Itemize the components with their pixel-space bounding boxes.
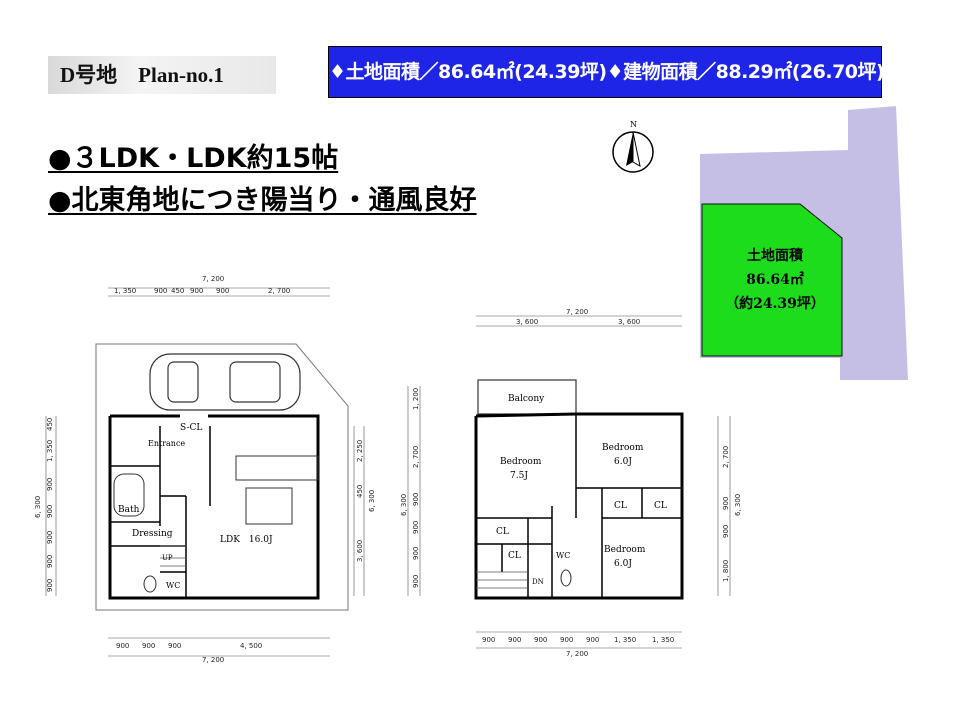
room-bath: Bath bbox=[118, 505, 140, 515]
f2-left-dim: 900 bbox=[412, 493, 420, 506]
f2-total-width: 7, 200 bbox=[566, 308, 588, 316]
room-balcony: Balcony bbox=[508, 394, 545, 404]
f1-bottom-dim: 900 bbox=[116, 642, 129, 650]
f1-top-dim: 2, 700 bbox=[268, 287, 290, 295]
f2-left-dim: 900 bbox=[412, 575, 420, 588]
f2-bottom-dim: 900 bbox=[508, 636, 521, 644]
site-label-title: 土地面積 bbox=[747, 248, 803, 264]
room-dressing: Dressing bbox=[132, 529, 173, 539]
lot-area bbox=[701, 203, 843, 357]
room-bedroom1-size: 7.5J bbox=[510, 471, 528, 481]
site-map bbox=[700, 106, 908, 380]
plan-label: D号地 Plan-no.1 bbox=[48, 56, 276, 94]
room-bedroom3: Bedroom bbox=[604, 545, 646, 555]
f2-left-dims: 1, 200 2, 700 900 900 900 900 6, 300 bbox=[400, 388, 420, 588]
f2-left-total: 6, 300 bbox=[400, 494, 408, 516]
f1-right-total: 6, 300 bbox=[368, 490, 376, 512]
f1-top-dim: 900 bbox=[216, 287, 229, 295]
f2-left-dim: 1, 200 bbox=[412, 388, 420, 410]
f2-right-dim: 2, 700 bbox=[722, 446, 730, 468]
f1-left-dims: 6, 300 450 1, 350 900 900 900 900 900 bbox=[34, 418, 54, 592]
f2-bottom-dim: 900 bbox=[482, 636, 495, 644]
f2-bottom-dims: 900 900 900 900 900 1, 350 1, 350 7, 200 bbox=[482, 636, 674, 658]
f2-bottom-total: 7, 200 bbox=[566, 650, 588, 658]
f1-bottom-dim: 900 bbox=[142, 642, 155, 650]
f2-right-dims: 2, 700 900 900 1, 800 6, 300 bbox=[722, 446, 742, 582]
f2-bottom-dim: 1, 350 bbox=[652, 636, 674, 644]
f2-toilet-icon bbox=[560, 569, 572, 587]
bathtub-icon bbox=[113, 473, 145, 517]
room-entrance: Entrance bbox=[148, 439, 185, 448]
f1-left-total: 6, 300 bbox=[34, 496, 42, 518]
room-bedroom2: Bedroom bbox=[602, 443, 644, 453]
site-label-tsubo: （約24.39坪） bbox=[725, 296, 825, 312]
compass-north-label: N bbox=[630, 120, 637, 129]
feature-layout: ●３LDK・LDK約15帖 bbox=[48, 143, 339, 174]
f2-left-dim: 900 bbox=[412, 521, 420, 534]
room-bedroom1: Bedroom bbox=[500, 457, 542, 467]
feature-sunlight: ●北東角地につき陽当り・通風良好 bbox=[48, 185, 477, 216]
stairs-icon bbox=[160, 545, 186, 567]
area-banner: ♦土地面積／86.64㎡(24.39坪)♦建物面積／88.29㎡(26.70坪) bbox=[328, 46, 885, 98]
kitchen-counter-icon bbox=[235, 455, 319, 481]
f1-right-dims: 2, 250 450 3, 600 6, 300 bbox=[356, 440, 376, 562]
f2-bottom-dim: 900 bbox=[534, 636, 547, 644]
f1-left-dim: 1, 350 bbox=[46, 440, 54, 462]
room-bedroom3-size: 6.0J bbox=[614, 559, 632, 569]
f1-bottom-dim: 4, 500 bbox=[240, 642, 262, 650]
room-cl: CL bbox=[614, 501, 627, 511]
f1-left-dim: 900 bbox=[46, 531, 54, 544]
f1-left-dim: 450 bbox=[46, 418, 54, 431]
f1-left-dim: 900 bbox=[46, 505, 54, 518]
f2-top-dim: 3, 600 bbox=[516, 318, 538, 326]
room-wc: WC bbox=[556, 551, 570, 560]
f2-bottom-dim: 900 bbox=[586, 636, 599, 644]
floor1-plan: 7, 200 1, 350 900 450 900 900 2, 700 900… bbox=[34, 275, 376, 664]
f1-right-dim: 450 bbox=[356, 485, 364, 498]
compass-icon: N bbox=[612, 120, 654, 173]
site-label-area: 86.64㎡ bbox=[746, 272, 804, 288]
f2-top-dim: 3, 600 bbox=[618, 318, 640, 326]
f1-top-dims: 1, 350 900 450 900 900 2, 700 bbox=[114, 287, 290, 295]
f1-left-dim: 900 bbox=[46, 478, 54, 491]
stairs-dn-label: DN bbox=[532, 578, 544, 586]
f1-right-dim: 2, 250 bbox=[356, 440, 364, 462]
toilet-icon bbox=[143, 575, 157, 593]
f2-right-dim: 1, 800 bbox=[722, 560, 730, 582]
f2-right-dim: 900 bbox=[722, 525, 730, 538]
f2-right-dim: 900 bbox=[722, 497, 730, 510]
room-cl: CL bbox=[654, 501, 667, 511]
f1-left-dim: 900 bbox=[46, 555, 54, 568]
f1-top-dim: 900 bbox=[154, 287, 167, 295]
f1-bottom-total: 7, 200 bbox=[202, 656, 224, 664]
f2-left-dim: 2, 700 bbox=[412, 446, 420, 468]
f1-top-dim: 900 bbox=[190, 287, 203, 295]
room-bedroom2-size: 6.0J bbox=[614, 457, 632, 467]
f2-bottom-dim: 900 bbox=[560, 636, 573, 644]
room-ldk: LDK 16.0J bbox=[220, 535, 273, 545]
f1-bottom-dims: 900 900 900 4, 500 7, 200 bbox=[116, 642, 262, 664]
f2-right-total: 6, 300 bbox=[734, 494, 742, 516]
room-cl: CL bbox=[496, 527, 509, 537]
f2-left-dim: 900 bbox=[412, 547, 420, 560]
f2-bottom-dim: 1, 350 bbox=[614, 636, 636, 644]
f2-stairs-icon bbox=[476, 571, 528, 589]
site-area-label: 土地面積 86.64㎡ （約24.39坪） bbox=[700, 244, 850, 316]
f1-right-dim: 3, 600 bbox=[356, 540, 364, 562]
stairs-up-label: UP bbox=[162, 554, 173, 562]
floor2-plan: 7, 200 3, 600 3, 600 900 900 900 900 900… bbox=[400, 308, 742, 658]
room-wc: WC bbox=[166, 581, 180, 590]
car-icon bbox=[149, 353, 301, 411]
f1-total-width: 7, 200 bbox=[202, 275, 224, 283]
f1-left-dim: 900 bbox=[46, 579, 54, 592]
f1-top-dim: 450 bbox=[171, 287, 184, 295]
f1-site-boundary bbox=[95, 343, 349, 611]
room-cl: CL bbox=[508, 551, 521, 561]
f1-top-dim: 1, 350 bbox=[114, 287, 136, 295]
dining-table-icon bbox=[245, 487, 293, 525]
room-scl: S-CL bbox=[180, 423, 202, 433]
f1-bottom-dim: 900 bbox=[168, 642, 181, 650]
